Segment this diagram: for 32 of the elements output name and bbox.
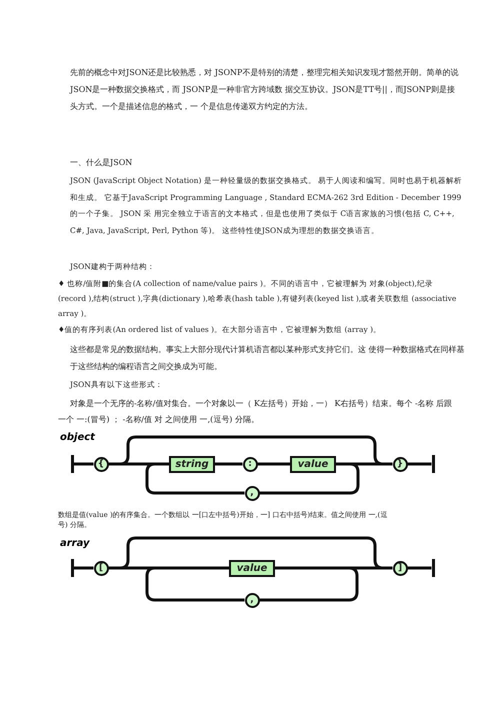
rail-line bbox=[108, 536, 392, 570]
token-circle: { bbox=[94, 456, 108, 472]
end-bar bbox=[70, 455, 74, 473]
end-bar bbox=[70, 559, 74, 577]
rail-line bbox=[260, 462, 360, 494]
paragraph: 先前的概念中对JSON还是比较熟悉，对 JSONP不是特别的清楚，整理完相关知识发现才豁然开朗。简单的说 JSON是一种数据交换格式，而 JSONP是一种非官方跨域数 据交互协议。JSON是TT号||，而JSONP则是接头方式。一个是描述信息的格式，一 个是信息传递双方约定的方法。 bbox=[70, 67, 460, 113]
token-circle: : bbox=[242, 456, 258, 472]
token-circle: , bbox=[244, 486, 260, 500]
token-box: string bbox=[169, 456, 215, 472]
rail-line bbox=[146, 462, 244, 494]
rail-line bbox=[215, 462, 242, 466]
end-bar bbox=[432, 455, 434, 473]
rail-line bbox=[74, 566, 94, 570]
syntax-name: object bbox=[60, 431, 96, 444]
rail-line bbox=[260, 566, 358, 602]
rail-line bbox=[108, 436, 392, 466]
rail-line bbox=[258, 462, 290, 466]
section-heading: 一、什么是JSON bbox=[70, 157, 134, 169]
token-circle: ] bbox=[392, 560, 408, 576]
token-circle: } bbox=[392, 456, 408, 472]
token-circle: , bbox=[244, 592, 260, 608]
syntax-name: array bbox=[60, 537, 91, 550]
end-bar bbox=[432, 559, 434, 577]
paragraph: 对象是一个无序的-名称/值对集合。一个对象以一（ K左括号）开始，一） K右括号）结束。每个 -名称 后跟一个 一:(冒号) ； -名称/值 对 之间使用 一,(逗号) 分隔。 bbox=[58, 398, 454, 426]
rail-line bbox=[146, 566, 244, 602]
paragraph: 这些都是常见的数据结构。事实上大部分现代计算机语言都以某种形式支持它们。这 使得一种数据格式在同样基于这些结构的编程语言之间交换成为可能。 bbox=[70, 344, 465, 373]
rail-line bbox=[74, 462, 94, 466]
rail-line bbox=[408, 566, 432, 570]
token-circle: [ bbox=[94, 560, 108, 576]
token-box: value bbox=[290, 456, 336, 472]
token-box: value bbox=[229, 560, 275, 576]
rail-line bbox=[408, 462, 432, 466]
